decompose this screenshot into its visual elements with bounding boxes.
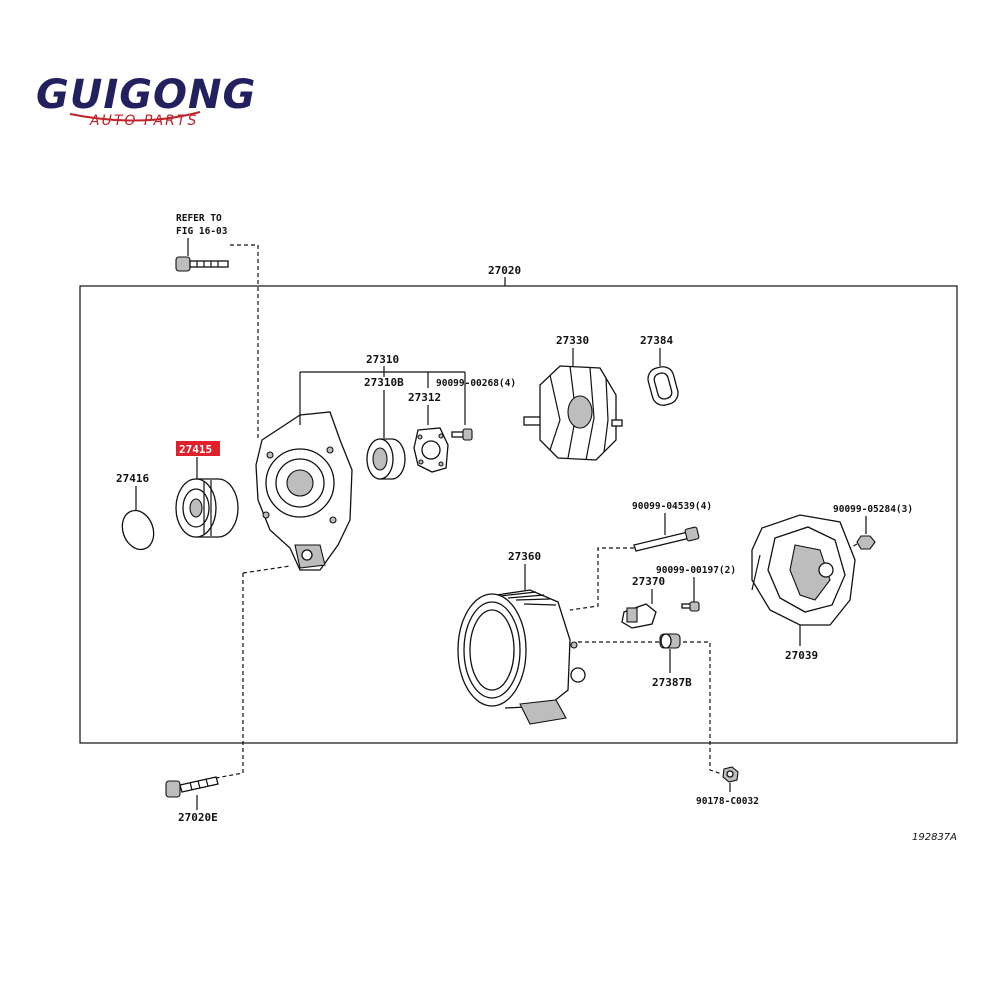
label-90099-04539: 90099-04539(4) [632,501,712,512]
figure-code: 192837A [912,832,957,843]
part-27370-brush-holder [621,603,657,629]
part-27416-cap [121,509,155,551]
part-27384-ring [647,366,679,406]
refer-note-line1: REFER TO [176,213,222,224]
label-27312: 27312 [408,391,441,404]
part-27330-rotor [523,365,623,461]
label-27387B: 27387B [652,676,692,689]
label-27310: 27310 [366,353,399,366]
brand-tagline: AUTO PARTS [89,113,198,129]
label-90178-C0032: 90178-C0032 [696,796,759,807]
part-90178-C0032-nut [722,766,739,783]
bottom-bolt-27020E [165,776,219,798]
part-27310B-bearing [366,438,406,480]
dash-top-bolt [230,244,259,440]
brand-name: GUIGONG [36,72,256,118]
label-27370: 27370 [632,575,665,588]
label-27384: 27384 [640,334,673,347]
part-27312-plate [413,427,449,473]
label-27020E: 27020E [178,811,218,824]
label-27039: 27039 [785,649,818,662]
dash-frame-link [242,565,291,574]
dash-bottom-bolt [215,573,244,779]
leader-27310-bracket [299,366,466,425]
refer-note-line2: FIG 16-03 [176,226,228,237]
dash-long-bolt [569,547,634,611]
part-27415-pulley [175,478,239,538]
label-27330: 27330 [556,334,589,347]
label-90099-05284: 90099-05284(3) [833,504,913,515]
label-90099-00197: 90099-00197(2) [656,565,736,576]
part-27039-cover [751,514,856,626]
top-bolt [175,256,229,272]
part-27310-frame [255,411,353,571]
part-90099-00268-screw [451,428,473,441]
part-90099-00197-screw [681,601,700,612]
logo-swoosh [69,111,201,122]
part-27360-housing [457,589,586,725]
label-27360: 27360 [508,550,541,563]
label-27416: 27416 [116,472,149,485]
dash-27387B [578,641,723,775]
part-27387B-insulator [659,633,681,649]
brand-logo: GUIGONG AUTO PARTS [36,72,256,129]
part-90099-04539-bolt [633,526,700,552]
label-27310B: 27310B [364,376,404,389]
label-90099-00268: 90099-00268(4) [436,378,516,389]
highlight-27415 [176,441,220,456]
label-27415: 27415 [179,443,212,456]
part-90099-05284-nut [856,535,876,550]
label-27020: 27020 [488,264,521,277]
assembly-frame [79,285,958,744]
